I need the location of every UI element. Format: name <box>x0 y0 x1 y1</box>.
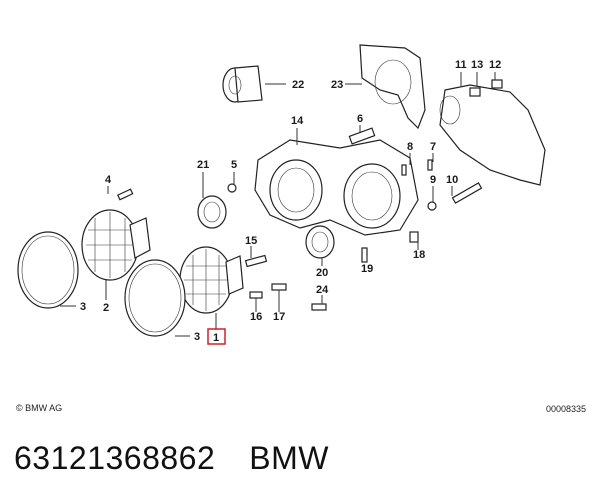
callout-4: 4 <box>105 174 112 186</box>
drawing-code: 00008335 <box>545 404 586 414</box>
part-number: 63121368862 <box>14 440 216 476</box>
callout-labels: 22 23 11 13 12 14 6 8 7 21 5 4 9 10 15 1… <box>80 59 501 345</box>
callout-1-highlight <box>207 328 226 345</box>
brand-name: BMW <box>249 440 329 476</box>
callout-19: 19 <box>361 263 373 275</box>
socket-20 <box>305 225 335 259</box>
callout-8: 8 <box>407 141 413 153</box>
callout-24: 24 <box>316 284 329 296</box>
callout-16: 16 <box>250 311 262 323</box>
lamp-unit-2 <box>81 209 151 281</box>
callout-21: 21 <box>197 159 209 171</box>
lamp-unit-1 <box>179 246 244 314</box>
cover-23 <box>359 44 426 130</box>
callout-3-left: 3 <box>80 301 86 313</box>
socket-21 <box>197 195 227 229</box>
callout-12: 12 <box>489 59 501 71</box>
callout-2: 2 <box>103 302 109 314</box>
ring-3-right <box>124 259 186 337</box>
callout-11: 11 <box>455 59 467 71</box>
fasteners <box>117 79 503 311</box>
callout-9: 9 <box>430 174 436 186</box>
callout-6: 6 <box>357 113 363 125</box>
leader-lines <box>60 72 496 337</box>
ring-3-left <box>17 231 79 309</box>
callout-23: 23 <box>331 79 343 91</box>
bulb-6 <box>348 127 376 145</box>
callout-17: 17 <box>273 311 285 323</box>
callout-20: 20 <box>316 267 328 279</box>
callout-14: 14 <box>291 115 304 127</box>
callout-15: 15 <box>245 235 257 247</box>
callout-7: 7 <box>430 141 436 153</box>
headlight-exploded-diagram: 22 23 11 13 12 14 6 8 7 21 5 4 9 10 15 1… <box>17 44 546 345</box>
cap-22 <box>222 65 263 103</box>
callout-18: 18 <box>413 249 425 261</box>
callout-3-right: 3 <box>194 331 200 343</box>
part-caption: 63121368862 BMW <box>14 440 329 477</box>
housing-14 <box>254 139 419 236</box>
copyright-text: © BMW AG <box>16 403 63 413</box>
callout-1: 1 <box>213 332 219 344</box>
callout-10: 10 <box>446 174 458 186</box>
bracket-11 <box>439 84 546 186</box>
callout-13: 13 <box>471 59 483 71</box>
callout-22: 22 <box>292 79 304 91</box>
callout-5: 5 <box>231 159 237 171</box>
